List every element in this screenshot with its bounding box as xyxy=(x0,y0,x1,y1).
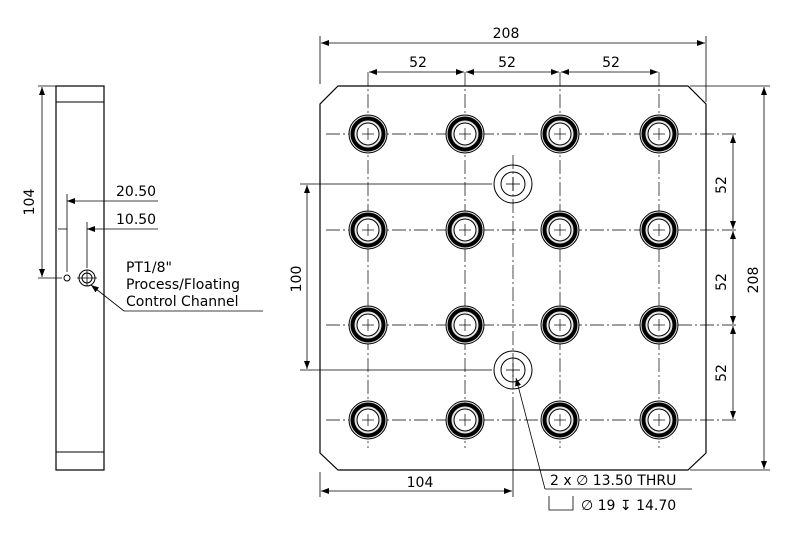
suction-cup xyxy=(638,209,680,251)
hole-callout-line1: 2 x ∅ 13.50 THRU xyxy=(550,473,676,489)
port-note-line2: Process/Floating xyxy=(126,277,240,293)
suction-cup xyxy=(638,399,680,441)
dim-overall-width: 208 xyxy=(493,26,520,42)
suction-cup xyxy=(347,304,389,346)
suction-cup xyxy=(638,113,680,155)
suction-cup xyxy=(539,304,581,346)
suction-cup xyxy=(347,209,389,251)
dim-offset-b: 10.50 xyxy=(116,212,156,228)
suction-cup xyxy=(539,399,581,441)
port-small-circle xyxy=(63,274,71,282)
suction-cup xyxy=(638,304,680,346)
dim-pitch-right-2: 52 xyxy=(714,273,730,291)
port-leader xyxy=(90,284,125,312)
dim-mount-spacing: 100 xyxy=(289,266,305,293)
hole-callout-line2: ∅ 19 ↧ 14.70 xyxy=(581,498,676,514)
dim-pitch-top-2: 52 xyxy=(498,55,516,71)
suction-cup xyxy=(539,113,581,155)
dim-pitch-top-1: 52 xyxy=(409,55,427,71)
dim-overall-height: 208 xyxy=(746,267,762,294)
hole-callout-leader xyxy=(515,377,546,490)
dim-offset-a: 20.50 xyxy=(116,184,156,200)
dim-side-height: 104 xyxy=(22,189,38,216)
dim-pitch-right-1: 52 xyxy=(714,176,730,194)
suction-cup xyxy=(444,209,486,251)
dim-pitch-right-3: 52 xyxy=(714,364,730,382)
suction-cup xyxy=(347,399,389,441)
plate-outline xyxy=(319,85,707,471)
suction-cup xyxy=(444,304,486,346)
counterbore-symbol xyxy=(548,496,574,511)
port-note-line3: Control Channel xyxy=(126,294,239,310)
mounting-hole-top xyxy=(493,164,533,204)
suction-cup xyxy=(539,209,581,251)
front-view: 208 52 52 52 208 52 52 52 100 104 xyxy=(289,26,770,514)
dim-pitch-top-3: 52 xyxy=(602,55,620,71)
dim-half-width: 104 xyxy=(407,475,434,491)
suction-cup xyxy=(444,113,486,155)
side-view: 104 20.50 10.50 PT1/8" Process/Floating … xyxy=(22,85,263,471)
suction-cup xyxy=(347,113,389,155)
port-note-line1: PT1/8" xyxy=(126,260,172,276)
mounting-hole-bottom xyxy=(493,350,533,390)
suction-cup-grid xyxy=(347,113,680,441)
suction-cup xyxy=(444,399,486,441)
